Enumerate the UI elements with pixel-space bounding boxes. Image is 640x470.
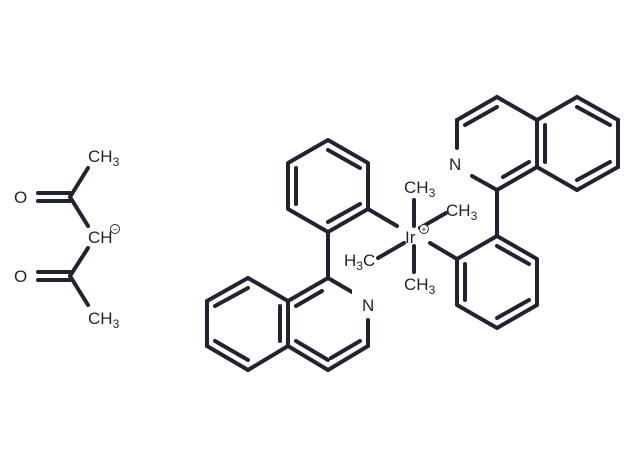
bond-ir-phenyl-right xyxy=(428,241,459,261)
isoquinoline-left xyxy=(205,276,370,372)
ring-outline xyxy=(286,138,370,234)
phenyl-ring-left xyxy=(286,138,370,234)
ir-methyl-label-top: CH3 xyxy=(404,178,436,200)
bond-c-ch3-top xyxy=(68,166,90,199)
oxygen-label-top: O xyxy=(14,188,27,207)
ring-outline xyxy=(455,234,539,330)
nitrogen-label-right: N xyxy=(449,155,461,174)
bond-phenyl-ir-left xyxy=(366,207,399,228)
negative-charge-badge xyxy=(110,224,120,234)
oxygen-label-bottom: O xyxy=(14,267,27,286)
phenyl-ring-right xyxy=(455,234,539,330)
methyl-label-top: CH3 xyxy=(88,147,120,169)
methine-anion-label: CH xyxy=(88,228,113,247)
acac-fragment xyxy=(36,166,90,307)
bond-c-ch3-bottom xyxy=(68,274,90,307)
methyl-label-bottom: CH3 xyxy=(88,309,120,331)
isoquinoline-right xyxy=(455,95,620,192)
positive-charge-badge xyxy=(419,224,429,234)
iridium-label: Ir xyxy=(405,228,416,247)
bond-c-ch-top xyxy=(68,195,90,228)
negative-charge-sign: − xyxy=(112,226,118,234)
bond-ch-c-bottom xyxy=(68,246,90,278)
positive-charge-sign: + xyxy=(421,226,427,234)
nitrogen-label-left: N xyxy=(362,296,374,315)
ir-methyl-label-bottom: CH3 xyxy=(404,275,436,297)
ir-methyl-label-right: CH3 xyxy=(446,201,478,223)
ir-methyl-label-left: H3C xyxy=(344,251,375,273)
